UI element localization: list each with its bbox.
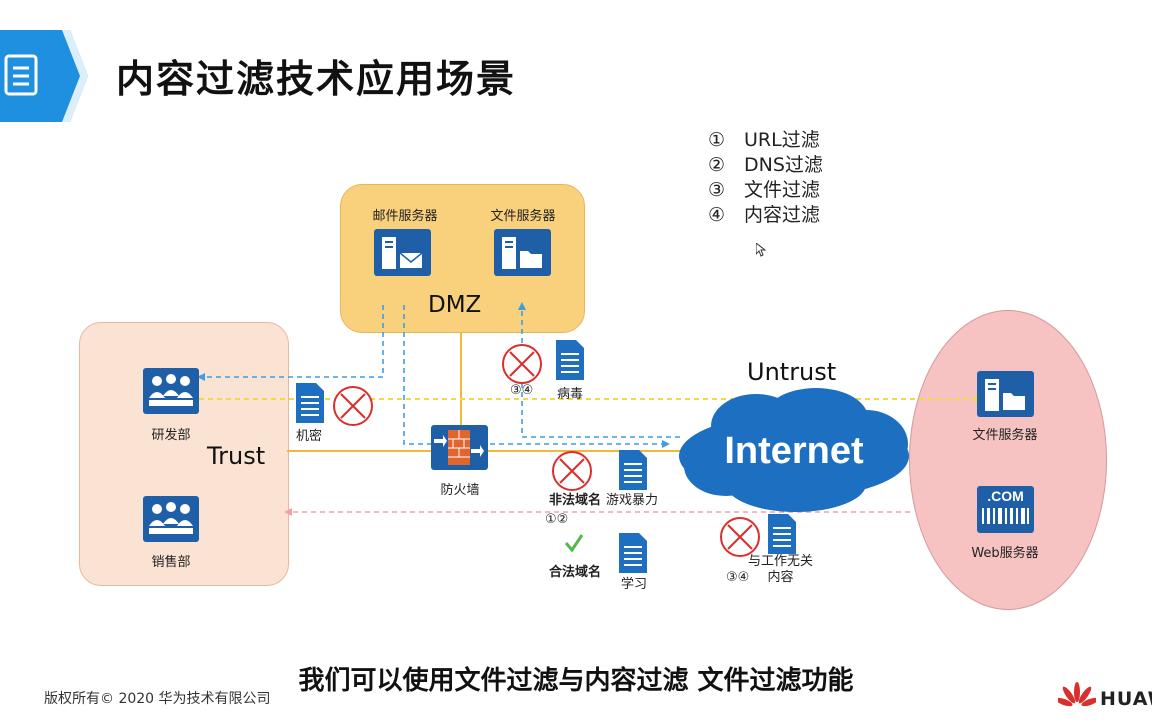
- firewall-icon[interactable]: [431, 425, 488, 470]
- unrelated-line-1: 与工作无关: [748, 554, 814, 569]
- check-icon: [563, 532, 585, 558]
- trust-label: Trust: [207, 442, 266, 470]
- internet-label: Internet: [724, 430, 864, 472]
- secret-label: 机密: [296, 429, 323, 444]
- huawei-logo-icon: [1055, 682, 1099, 716]
- unrelated-content-label: 与工作无关 内容: [748, 554, 813, 586]
- internet-cloud: [676, 386, 912, 516]
- document-icon: [768, 514, 796, 558]
- document-icon: [296, 383, 324, 427]
- game-violence-label: 游戏暴力: [606, 493, 659, 508]
- web-server-label: Web服务器: [971, 546, 1039, 561]
- blocked-cross-icon: [501, 343, 543, 389]
- ext-file-server-icon[interactable]: [977, 371, 1034, 417]
- video-subtitle: 我们可以使用文件过滤与内容过滤 文件过滤功能: [298, 666, 854, 696]
- dmz-label: DMZ: [428, 292, 482, 318]
- blocked-cross-icon: [551, 450, 593, 496]
- sales-dept-label: 销售部: [151, 555, 191, 570]
- study-label: 学习: [621, 577, 648, 592]
- unrelated-code: ③④: [726, 570, 750, 585]
- brand-text: HUAW: [1100, 688, 1152, 710]
- web-server-badge: .COM: [987, 488, 1024, 504]
- legal-domain-label: 合法域名: [549, 565, 602, 580]
- rd-dept-icon[interactable]: [143, 368, 199, 414]
- firewall-label: 防火墙: [440, 483, 480, 498]
- domain-code: ①②: [545, 512, 569, 527]
- document-icon: [556, 340, 584, 384]
- mouse-cursor-icon: [755, 241, 767, 261]
- virus-code: ③④: [510, 383, 534, 398]
- rd-dept-label: 研发部: [151, 428, 191, 443]
- document-list-icon: [2, 52, 42, 100]
- document-icon: [619, 450, 647, 494]
- copyright-footer: 版权所有© 2020 华为技术有限公司: [44, 691, 271, 707]
- mail-server-label: 邮件服务器: [372, 209, 438, 224]
- header-tab: [0, 30, 90, 122]
- blocked-cross-icon: [719, 516, 761, 562]
- untrust-zone: [909, 310, 1107, 610]
- document-icon: [619, 533, 647, 577]
- virus-label: 病毒: [557, 387, 584, 402]
- dmz-file-server-icon[interactable]: [494, 229, 551, 276]
- unrelated-line-2: 内容: [767, 570, 794, 585]
- sales-dept-icon[interactable]: [143, 496, 199, 542]
- mail-server-icon[interactable]: [374, 229, 431, 276]
- untrust-label: Untrust: [747, 358, 837, 386]
- ext-file-server-label: 文件服务器: [972, 428, 1038, 443]
- dmz-file-server-label: 文件服务器: [490, 209, 556, 224]
- blocked-cross-icon: [332, 385, 374, 431]
- illegal-domain-label: 非法域名: [549, 493, 602, 508]
- trust-zone: [79, 322, 289, 586]
- web-server-icon[interactable]: .COM: [977, 486, 1034, 533]
- page-title: 内容过滤技术应用场景: [116, 57, 517, 101]
